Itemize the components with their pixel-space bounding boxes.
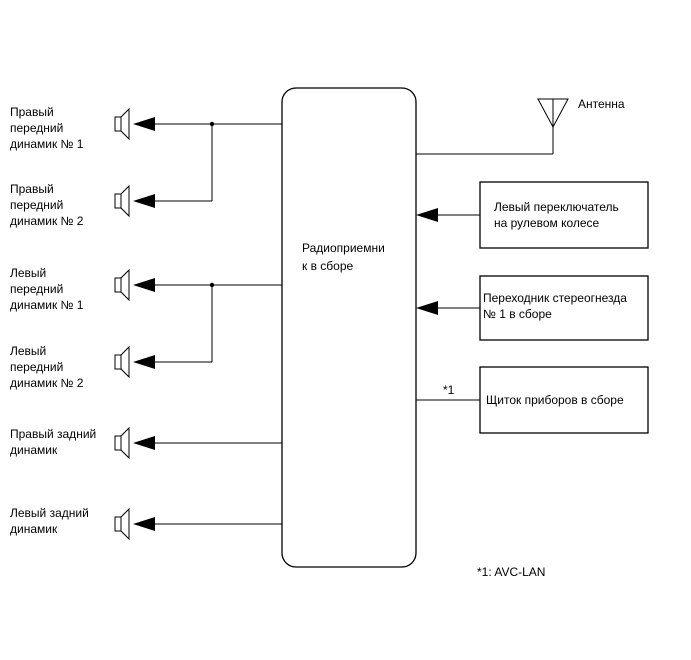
speaker-icon	[114, 277, 122, 293]
radio-receiver-label-line2: к в сборе	[302, 259, 354, 273]
speaker-label: Левый	[10, 266, 46, 280]
antenna-label: Антенна	[578, 97, 625, 111]
radio-receiver-label-line1: Радиоприемни	[302, 241, 385, 255]
stereo-jack-box	[479, 275, 649, 341]
speaker-label: динамик	[10, 443, 58, 457]
speaker-icon	[114, 516, 122, 532]
speaker-icon	[114, 193, 122, 209]
input-stereo-jack: Переходник стереогнезда № 1 в сборе	[416, 275, 649, 341]
speaker-right-front-1	[114, 107, 155, 141]
speaker-label: динамик № 1	[10, 137, 84, 151]
antenna: Антенна	[416, 97, 625, 155]
input-instrument-cluster: Щиток приборов в сборе *1	[416, 366, 649, 434]
junction-dot	[209, 121, 215, 127]
radio-receiver-box	[281, 87, 417, 568]
speaker-left-rear	[114, 507, 155, 541]
speaker-icon	[114, 435, 122, 451]
arrow-icon	[133, 278, 155, 292]
speaker-label: динамик № 2	[10, 214, 84, 228]
arrow-icon	[416, 208, 438, 222]
connection-note: *1	[443, 383, 455, 397]
speaker-label: Правый задний	[10, 427, 96, 441]
speaker-label: Правый	[10, 105, 54, 119]
steering-switch-box	[479, 181, 649, 249]
speaker-label: Левый	[10, 344, 46, 358]
speaker-icon	[114, 116, 122, 132]
speaker-left-front-1	[114, 268, 155, 302]
footnote: *1: AVC-LAN	[477, 565, 545, 579]
speaker-label: передний	[10, 360, 63, 374]
speaker-right-rear	[114, 426, 155, 460]
speaker-label: передний	[10, 282, 63, 296]
instrument-cluster-label: Щиток приборов в сборе	[486, 393, 624, 407]
speaker-left-front-2	[114, 345, 155, 379]
instrument-cluster-box	[479, 366, 649, 434]
speaker-label: динамик № 1	[10, 298, 84, 312]
speaker-label: передний	[10, 198, 63, 212]
input-steering-switch: Левый переключатель на рулевом колесе	[416, 181, 649, 249]
speaker-label: Левый задний	[10, 506, 89, 520]
speaker-icon	[114, 354, 122, 370]
steering-switch-label-line1: Левый переключатель	[494, 200, 619, 214]
speaker-label: динамик № 2	[10, 376, 84, 390]
speaker-wiring	[155, 121, 282, 525]
stereo-jack-label-line2: № 1 в сборе	[483, 307, 552, 321]
speaker-label: динамик	[10, 522, 58, 536]
arrow-icon	[133, 194, 155, 208]
arrow-icon	[133, 517, 155, 531]
arrow-icon	[416, 301, 438, 315]
stereo-jack-label-line1: Переходник стереогнезда	[483, 291, 627, 305]
arrow-icon	[133, 355, 155, 369]
steering-switch-label-line2: на рулевом колесе	[494, 216, 600, 230]
speaker-label: Правый	[10, 182, 54, 196]
arrow-icon	[133, 117, 155, 131]
speaker-label: передний	[10, 121, 63, 135]
arrow-icon	[133, 436, 155, 450]
speaker-right-front-2	[114, 184, 155, 218]
junction-dot	[209, 282, 215, 288]
